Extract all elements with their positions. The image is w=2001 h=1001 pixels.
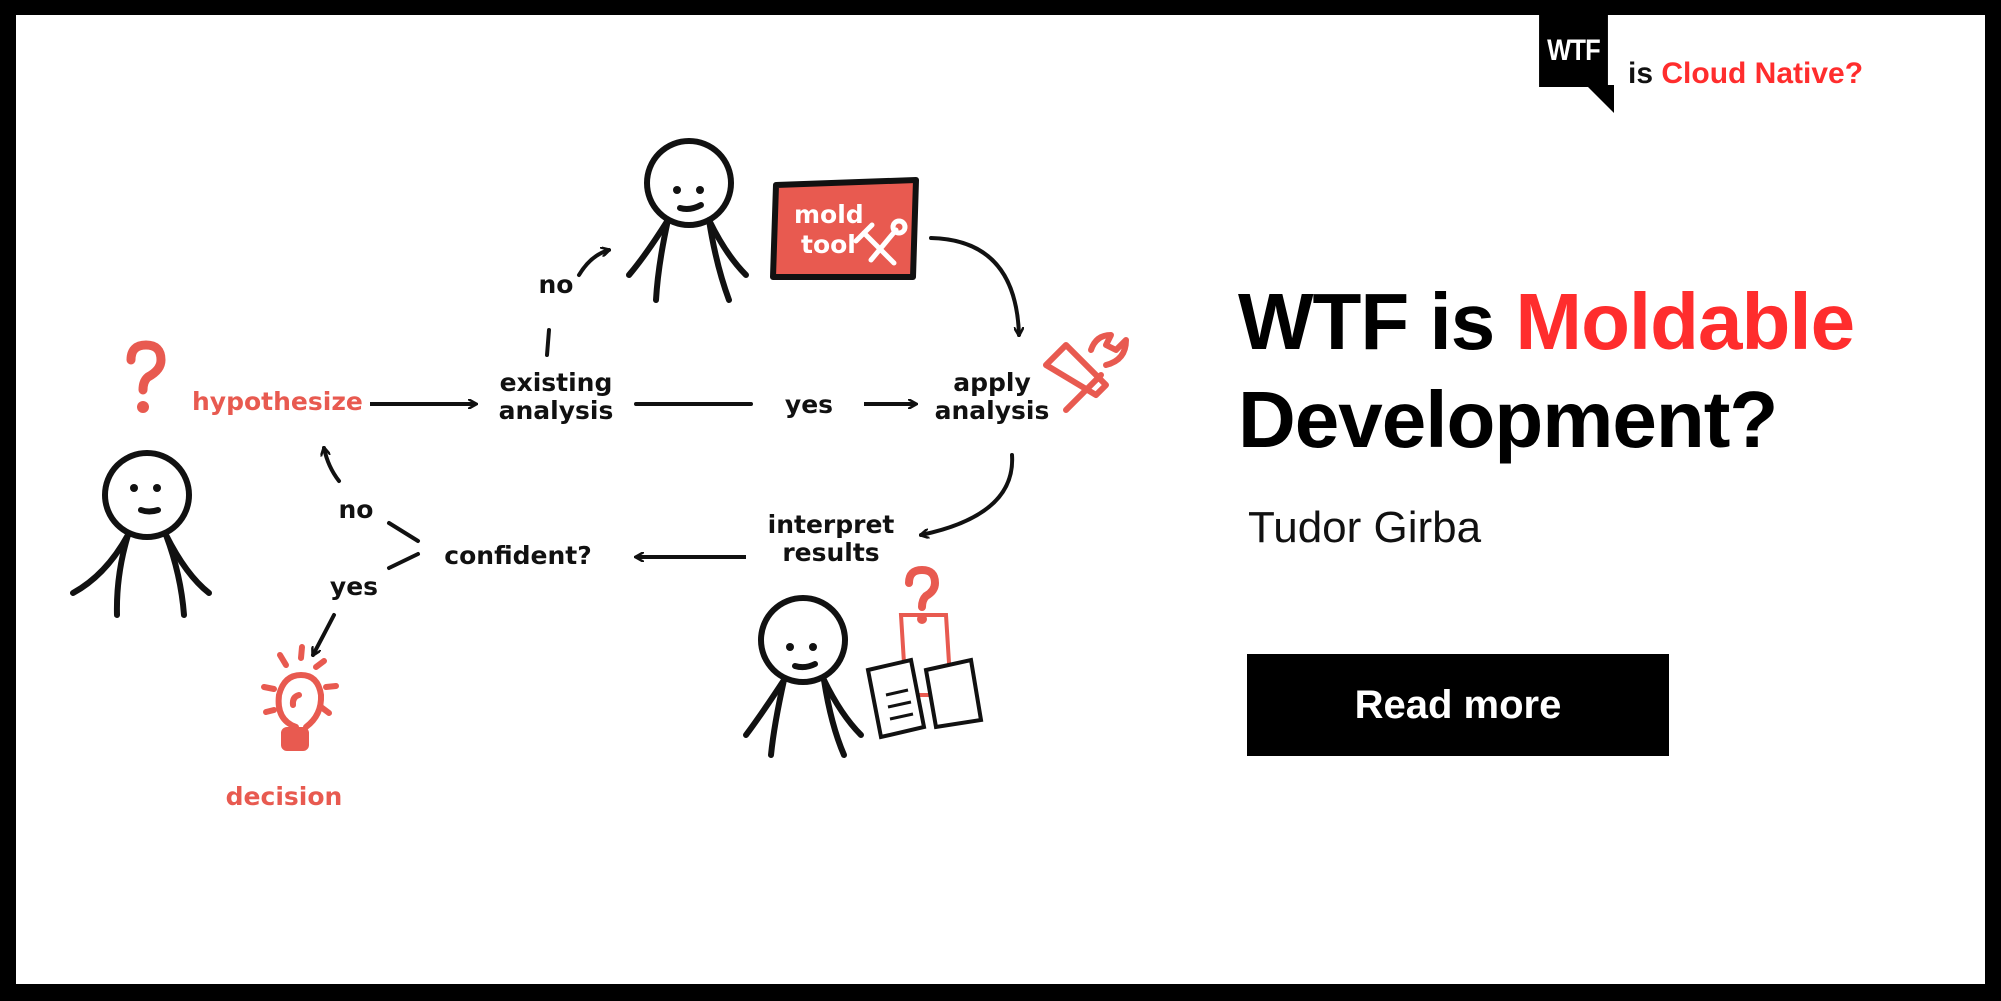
arrow-to-interpret [921,453,1015,535]
arrow-to-top-person [577,250,609,277]
label-mold: mold [794,200,864,229]
label-no-top: no [539,270,574,299]
lightbulb-icon [261,644,339,751]
tools-red-icon [1043,332,1129,413]
author-name: Tudor Girba [1248,503,1482,552]
question-mark-icon [126,340,166,413]
label-decision: decision [226,782,343,811]
label-yes-mid: yes [785,390,833,419]
label-analysis: analysis [499,396,614,425]
label-tool: tool [801,230,856,259]
person-top-icon [626,138,749,303]
person-left-icon [70,450,212,618]
arrow-to-apply [929,236,1019,335]
title-highlight: Moldable [1515,277,1855,366]
page-title: WTF is Moldable Development? [1238,273,1855,469]
banner-frame: hypothesize existing analysis no mold to… [16,15,1985,984]
label-interpret: interpret [768,510,895,539]
series-title[interactable]: is Cloud Native? [1628,57,1863,91]
label-yes-left: yes [330,572,378,601]
branch-confident [387,521,420,570]
title-part1: WTF is [1238,277,1516,366]
wtf-logo-badge: WTF [1539,15,1608,87]
label-no-left: no [339,495,374,524]
label-results: results [782,538,879,567]
moldable-development-diagram: hypothesize existing analysis no mold to… [70,138,1129,811]
arrow-to-hypothesize [324,448,341,483]
label-existing: existing [500,368,613,397]
label-apply: apply [953,368,1031,397]
line-no-up [545,328,551,357]
tools-icon [853,218,908,266]
series-highlight: Cloud Native? [1661,57,1864,90]
label-hypothesize: hypothesize [192,387,363,416]
label-confident: confident? [444,541,591,570]
documents-question-icon [865,565,984,740]
mold-tool-card: mold tool [770,177,919,280]
arrow-to-decision [311,613,336,655]
person-bottom-icon [743,595,864,758]
badge-tail-icon [1586,85,1614,113]
label-apply-analysis: analysis [935,396,1050,425]
title-line2: Development? [1238,375,1778,464]
series-prefix: is [1628,57,1654,90]
read-more-button[interactable]: Read more [1247,654,1669,756]
